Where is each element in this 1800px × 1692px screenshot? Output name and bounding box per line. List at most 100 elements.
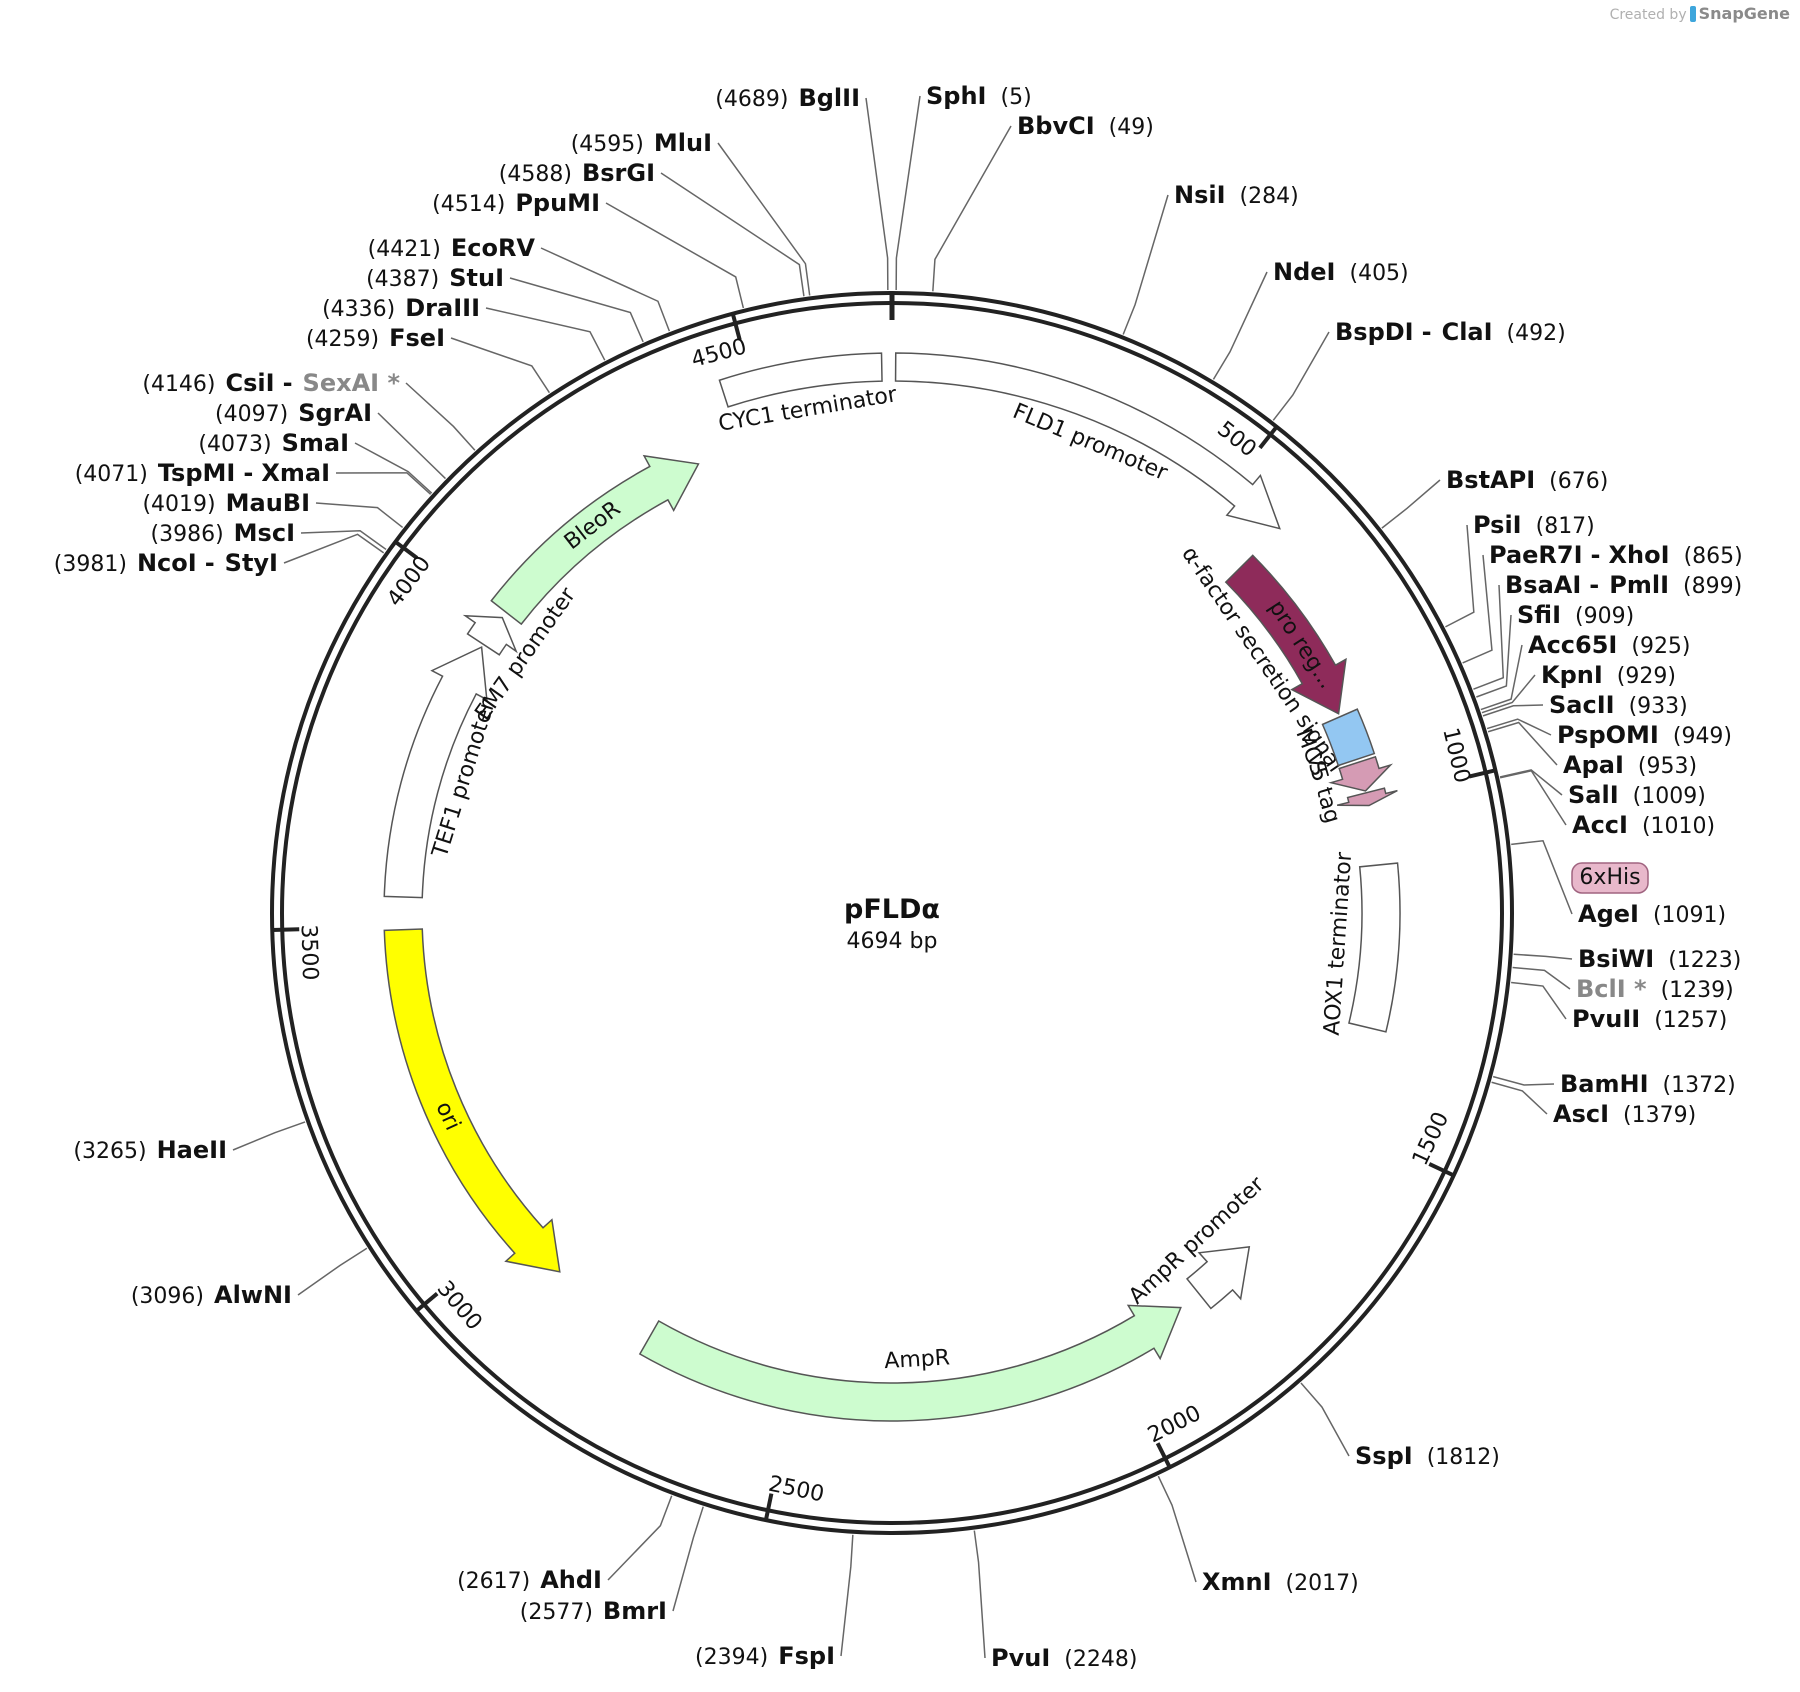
site-sphi[interactable]: SphI(5) xyxy=(895,82,1032,291)
watermark-brand: SnapGene xyxy=(1698,4,1790,23)
site-leader-line xyxy=(932,125,1012,292)
site-stui[interactable]: (4387)StuI xyxy=(366,264,644,343)
site-sacii[interactable]: SacII(933) xyxy=(1482,691,1688,719)
site-label: (4073)SmaI xyxy=(198,429,349,457)
site-nsii[interactable]: NsiI(284) xyxy=(1122,181,1299,335)
site-smai[interactable]: (4073)SmaI xyxy=(198,429,433,494)
site-agei[interactable]: AgeI(1091) xyxy=(1511,840,1726,928)
enzyme-name: AccI xyxy=(1572,811,1628,839)
site-position: (4073) xyxy=(198,432,271,457)
site-ahdi[interactable]: (2617)AhdI xyxy=(457,1495,673,1594)
site-fsei[interactable]: (4259)FseI xyxy=(306,324,551,394)
site-leader-line xyxy=(1473,584,1505,690)
site-pvuii[interactable]: PvuII(1257) xyxy=(1511,981,1727,1033)
feature-bleor[interactable] xyxy=(490,454,700,626)
site-label: (4259)FseI xyxy=(306,324,445,352)
site-separator: - xyxy=(1589,571,1599,599)
site-position: (4689) xyxy=(715,87,788,112)
enzyme-name: ClaI xyxy=(1442,318,1493,346)
site-psii[interactable]: PsiI(817) xyxy=(1445,511,1595,628)
site-ecorv[interactable]: (4421)EcoRV xyxy=(368,234,671,332)
enzyme-name: AhdI xyxy=(540,1566,602,1594)
site-bspdi-clai[interactable]: BspDI-ClaI(492) xyxy=(1272,318,1566,421)
site-sfii[interactable]: SfiI(909) xyxy=(1476,601,1634,698)
site-apai[interactable]: ApaI(953) xyxy=(1487,721,1697,779)
tick-mark xyxy=(394,540,419,560)
site-fspi[interactable]: (2394)FspI xyxy=(695,1534,854,1670)
site-label: KpnI(929) xyxy=(1541,661,1676,689)
enzyme-name: BsrGI xyxy=(582,159,655,187)
site-label: (3981)NcoI-StyI xyxy=(54,549,278,577)
site-pspomi[interactable]: PspOMI(949) xyxy=(1486,718,1732,749)
site-pvui[interactable]: PvuI(2248) xyxy=(973,1530,1137,1672)
site-leader-line xyxy=(973,1530,986,1659)
site-leader-line xyxy=(377,412,446,480)
site-csii-sexai[interactable]: (4146)CsiI-SexAI * xyxy=(142,369,476,451)
tick-mark xyxy=(730,313,742,341)
site-ppumi[interactable]: (4514)PpuMI xyxy=(432,189,745,309)
feature-tef1-promoter[interactable] xyxy=(383,645,488,899)
feature-aox1-terminator[interactable] xyxy=(1348,862,1401,1033)
site-acc65i[interactable]: Acc65I(925) xyxy=(1480,631,1691,711)
site-leader-line xyxy=(895,95,921,291)
enzyme-name: BspDI xyxy=(1335,318,1414,346)
site-asci[interactable]: AscI(1379) xyxy=(1491,1081,1697,1128)
site-position: (284) xyxy=(1240,184,1299,209)
site-label: (4514)PpuMI xyxy=(432,189,600,217)
site-paer7i-xhoi[interactable]: PaeR7I-XhoI(865) xyxy=(1462,541,1743,664)
site-ndei[interactable]: NdeI(405) xyxy=(1212,258,1409,380)
site-sspi[interactable]: SspI(1812) xyxy=(1300,1382,1500,1470)
site-label: (4595)MluI xyxy=(571,129,712,157)
site-bsiwi[interactable]: BsiWI(1223) xyxy=(1513,945,1742,973)
site-position: (2248) xyxy=(1064,1647,1137,1672)
feature-mcs[interactable] xyxy=(1321,708,1376,767)
tick-mark xyxy=(1468,768,1496,779)
enzyme-name: SgrAI xyxy=(298,399,372,427)
site-bbvci[interactable]: BbvCI(49) xyxy=(932,112,1154,292)
site-kpni[interactable]: KpnI(929) xyxy=(1481,661,1676,714)
site-bglii[interactable]: (4689)BglII xyxy=(715,84,889,291)
site-alwni[interactable]: (3096)AlwNI xyxy=(131,1247,368,1309)
site-acci[interactable]: AccI(1010) xyxy=(1499,769,1715,839)
feature-6xhis-badge[interactable] xyxy=(1571,862,1649,894)
feature-ampr[interactable] xyxy=(638,1304,1182,1422)
feature-ori[interactable] xyxy=(383,928,561,1273)
site-msci[interactable]: (3986)MscI xyxy=(151,519,387,551)
enzyme-name: Acc65I xyxy=(1528,631,1617,659)
site-label: NsiI(284) xyxy=(1174,181,1299,209)
feature-em7-promoter[interactable] xyxy=(462,614,518,656)
site-xmni[interactable]: XmnI(2017) xyxy=(1157,1475,1359,1596)
feature-6xhis[interactable] xyxy=(1336,787,1398,807)
site-sgrai[interactable]: (4097)SgrAI xyxy=(215,399,446,480)
feature-factor-secretion-signal[interactable] xyxy=(1224,554,1347,715)
site-haeii[interactable]: (3265)HaeII xyxy=(73,1121,306,1164)
site-bamhi[interactable]: BamHI(1372) xyxy=(1492,1070,1736,1098)
feature-fld1-promoter[interactable] xyxy=(894,352,1281,530)
site-tspmi-xmai[interactable]: (4071)TspMI-XmaI xyxy=(75,459,432,495)
site-sali[interactable]: SalI(1009) xyxy=(1499,769,1706,809)
feature-ampr-promoter[interactable] xyxy=(1185,1246,1251,1310)
tick-mark xyxy=(1258,425,1279,450)
watermark-prefix: Created by xyxy=(1609,7,1687,23)
site-bstapi[interactable]: BstAPI(676) xyxy=(1381,466,1608,529)
site-label: PvuII(1257) xyxy=(1572,1005,1727,1033)
site-bmri[interactable]: (2577)BmrI xyxy=(520,1506,704,1625)
enzyme-name: FseI xyxy=(389,324,445,352)
site-label: BspDI-ClaI(492) xyxy=(1335,318,1566,346)
site-leader-line xyxy=(605,202,745,309)
site-maubi[interactable]: (4019)MauBI xyxy=(142,489,404,529)
feature-v5-tag[interactable] xyxy=(1328,755,1394,792)
site-leader-line xyxy=(300,530,387,551)
feature-cyc1-terminator[interactable] xyxy=(718,352,883,408)
enzyme-name: CsiI xyxy=(226,369,275,397)
site-bsaai-pmli[interactable]: BsaAI-PmlI(899) xyxy=(1473,571,1742,690)
site-position: (817) xyxy=(1536,514,1595,539)
site-ncoi-styi[interactable]: (3981)NcoI-StyI xyxy=(54,533,385,577)
site-draiii[interactable]: (4336)DraIII xyxy=(322,294,606,361)
site-separator: - xyxy=(1422,318,1432,346)
tick-mark xyxy=(1428,1162,1455,1178)
site-bcli[interactable]: BclI *(1239) xyxy=(1512,966,1734,1003)
site-mlui[interactable]: (4595)MluI xyxy=(571,129,811,296)
site-bsrgi[interactable]: (4588)BsrGI xyxy=(499,159,805,297)
